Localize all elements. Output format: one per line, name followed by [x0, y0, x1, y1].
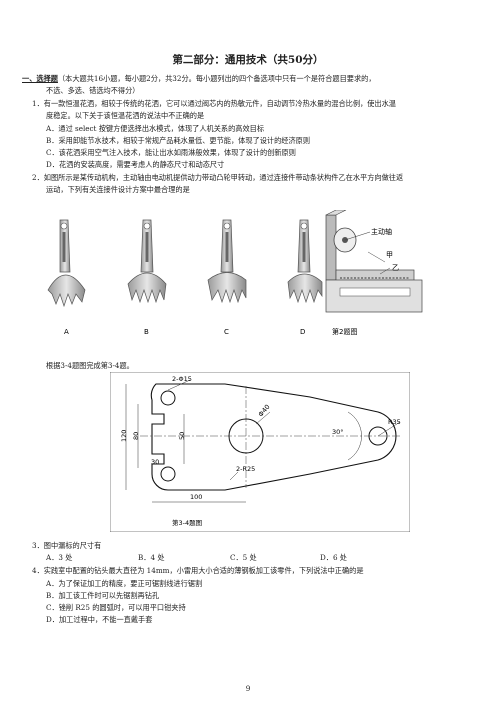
section-label: 一、选择题	[22, 74, 58, 83]
dim-r35: R35	[388, 418, 401, 426]
right-hole	[368, 426, 388, 446]
q2-fig-caption: 第2题图	[332, 327, 357, 336]
q2-stem-2: 运动，下列有关连接件设计方案中最合理的是	[46, 185, 190, 194]
mech-label-rack: 乙	[392, 264, 399, 272]
q3-option-a: A．3 处	[46, 553, 73, 562]
center-hole	[228, 418, 264, 454]
q3-stem: 3．图中漏标的尺寸有	[32, 541, 102, 550]
dim-50: 50	[178, 432, 186, 440]
q4-option-a: A．为了保证加工的精度，要正可锯割线进行锯割	[46, 579, 203, 588]
q4-option-c: C．锉削 R25 的圆弧时，可以用平口钳夹持	[46, 603, 186, 612]
dim-radius-pair: 2-R25	[236, 465, 255, 473]
q4-option-b: B．加工该工件时可以先锯割再钻孔	[46, 591, 160, 600]
dim-120: 120	[120, 430, 128, 442]
q1-option-a: A．通过 select 按键方便选择出水模式，体现了人机关系的高效目标	[46, 124, 265, 133]
option-label-c: C	[224, 328, 229, 336]
page-number: 9	[245, 684, 251, 693]
dim-center-hole: Φ40	[257, 403, 272, 418]
mechanism-drawing	[325, 210, 423, 313]
q3-option-b: B．4 处	[138, 553, 165, 562]
q2-stem-1: 2．如图所示是某传动机构，主动轴由电动机提供动力带动凸轮甲转动，通过连接件带动条…	[32, 173, 404, 182]
dim-100: 100	[190, 493, 202, 501]
mech-label-shaft: 主动轴	[371, 227, 392, 236]
option-label-b: B	[144, 328, 149, 336]
q4-stem: 4．实践室中配置的钻头最大直径为 14mm，小雷用大小合适的薄钢板加工该零件，下…	[32, 566, 364, 575]
dim-holes: 2-Φ15	[172, 375, 192, 383]
option-a-part	[47, 219, 86, 308]
q3-option-d: D．6 处	[320, 553, 347, 562]
q1-option-c: C．该花洒采用空气注入技术，能让出水如雨淋般效果，体现了设计的创新原则	[46, 148, 296, 157]
page-title: 第二部分：通用技术（共50分）	[172, 54, 324, 66]
option-b-part	[127, 219, 167, 304]
q4-option-d: D．加工过程中，不能一直戴手套	[46, 615, 153, 624]
small-hole-top	[160, 390, 176, 406]
q1-stem-2: 度稳定。以下关于该恒温花洒的说法中不正确的是	[46, 111, 205, 120]
mech-label-cam: 甲	[386, 251, 393, 259]
dim-80: 80	[132, 432, 140, 440]
option-label-d: D	[300, 328, 305, 336]
section-header: 一、选择题（本大题共16小题，每小题2分，共32分。每小题列出的四个备选项中只有…	[22, 74, 376, 83]
section-desc-2: 不选、多选、错选均不得分）	[46, 86, 140, 95]
small-hole-bottom	[160, 466, 176, 482]
dim-30: 30	[151, 458, 159, 466]
section-desc-1: （本大题共16小题，每小题2分，共32分。每小题列出的四个备选项中只有一个是符合…	[57, 74, 376, 83]
part-outline	[150, 383, 397, 491]
intro-3-4: 根据3-4题图完成第3-4题。	[46, 361, 134, 370]
drawing-caption: 第3-4题图	[172, 518, 202, 527]
option-d-part	[287, 219, 323, 304]
dim-angle: 30°	[332, 428, 344, 436]
option-c-part	[207, 219, 247, 304]
q1-option-d: D．花洒的安装高度，需要考虑人的静态尺寸和动态尺寸	[46, 160, 225, 169]
q1-option-b: B．采用卸能节水技术，相较于常规产品耗水量低、更节能，体现了设计的经济原则	[46, 136, 311, 145]
q1-stem-1: 1．有一款恒温花洒，相较于传统的花洒，它可以通过阀芯内的热敏元件，自动调节冷热水…	[32, 99, 396, 108]
q2-figure: A B C D 主动轴 甲 乙 第2题图	[47, 210, 423, 336]
q3-option-c: C．5 处	[230, 553, 257, 562]
q3-4-drawing: 2-Φ15 Φ40 120 80 50 30 2-R25 100 30° R35…	[110, 372, 410, 532]
option-label-a: A	[64, 328, 69, 336]
